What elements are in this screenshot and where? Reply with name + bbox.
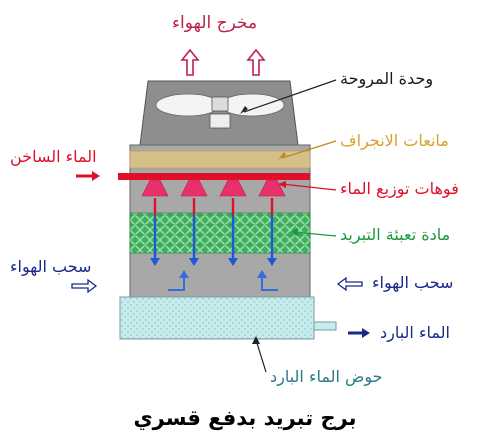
drift-eliminators-label: مانعات الانجراف (340, 131, 449, 150)
basin-outlet-pipe (313, 321, 337, 331)
cold-water-outlet-arrow (348, 328, 370, 338)
leader-lines (240, 79, 337, 373)
fan-unit-label: وحدة المروحة (340, 69, 434, 88)
hot-water-inlet-arrow (76, 171, 100, 181)
air-outlet-arrow-right (246, 48, 266, 76)
air-outlet-label: مخرج الهواء (172, 13, 258, 33)
internal-air-arrows (168, 270, 278, 291)
hot-water-pipe (118, 173, 310, 180)
drift-eliminators-band (129, 150, 311, 169)
spray-nozzles (141, 179, 286, 197)
hot-water-label: الماء الساخن (10, 147, 97, 166)
spray-nozzles-label: فوهات توزيع الماء (340, 179, 459, 198)
diagram-title: برج تبريد بدفع قسري (133, 406, 357, 430)
air-intake-left-label: سحب الهواء (10, 257, 92, 276)
fan-blades (155, 93, 285, 129)
cold-water-basin (119, 296, 315, 340)
air-intake-arrow-left (71, 278, 98, 294)
water-flow-arrows (150, 198, 277, 266)
cold-water-label: الماء البارد (380, 323, 450, 342)
air-outlet-arrow-left (180, 48, 200, 76)
fill-media-label: مادة تعبئة التبريد (340, 225, 451, 244)
air-intake-right-label: سحب الهواء (372, 273, 454, 292)
fill-media (129, 212, 311, 254)
cold-water-basin-label: حوض الماء البارد (270, 367, 383, 386)
air-intake-arrow-right (336, 276, 363, 292)
